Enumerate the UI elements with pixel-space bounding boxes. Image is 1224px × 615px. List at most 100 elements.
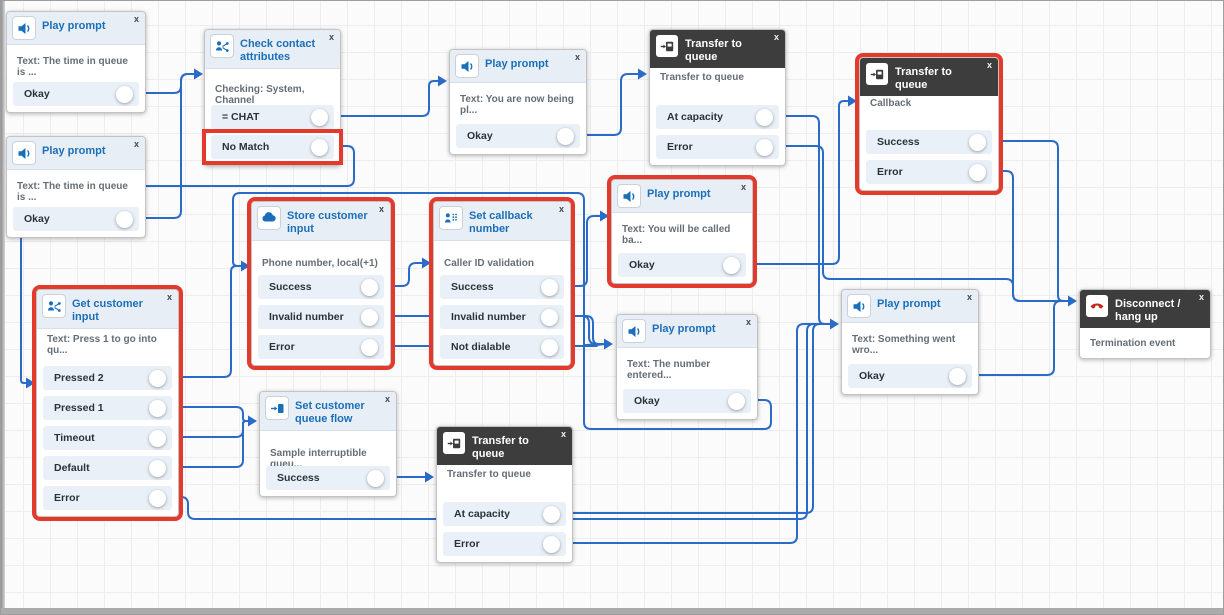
output-port[interactable] [969, 163, 986, 181]
output-port[interactable] [361, 338, 378, 356]
output-port[interactable] [557, 127, 574, 145]
arrowhead-icon [425, 471, 434, 483]
close-icon[interactable]: x [558, 204, 564, 214]
output-row-invalid-number: Invalid number [440, 305, 564, 329]
output-port[interactable] [116, 210, 133, 228]
close-icon[interactable]: x [384, 394, 390, 404]
arrowhead-icon [241, 260, 250, 272]
output-port[interactable] [728, 392, 745, 410]
output-port[interactable] [723, 256, 740, 274]
output-port[interactable] [149, 489, 166, 507]
output-port[interactable] [969, 133, 986, 151]
output-port[interactable] [361, 308, 378, 326]
arrowhead-icon [600, 210, 609, 222]
canvas-left-edge [1, 1, 5, 614]
close-icon[interactable]: x [133, 139, 139, 149]
output-port[interactable] [543, 535, 560, 553]
output-label: Okay [629, 259, 655, 271]
output-port[interactable] [756, 108, 773, 126]
connection-path [556, 323, 831, 544]
node-description: Text: Something went wro... [852, 334, 956, 356]
close-icon[interactable]: x [574, 52, 580, 62]
transfer-queue-icon [656, 35, 678, 57]
close-icon[interactable]: x [133, 14, 139, 24]
output-label: Success [451, 281, 494, 293]
close-icon[interactable]: x [986, 60, 992, 70]
output-port[interactable] [541, 278, 558, 296]
output-row-error: Error [866, 160, 992, 184]
node-description: Sample interruptible queu... [270, 448, 367, 470]
output-port[interactable] [149, 369, 166, 387]
output-port[interactable] [543, 505, 560, 523]
connection-path [20, 145, 355, 384]
node-title: Play prompt [647, 188, 711, 200]
node-header[interactable]: Set customer queue flow x [260, 392, 396, 432]
output-port[interactable] [311, 108, 328, 126]
node-title: Set customer queue flow [295, 400, 365, 425]
node-title: Transfer to queue [472, 435, 529, 460]
node-description: Callback [870, 98, 912, 109]
node-header[interactable]: Play prompt x [612, 180, 752, 213]
output-port[interactable] [949, 367, 966, 385]
output-label: At capacity [454, 508, 511, 520]
arrowhead-icon [604, 338, 613, 350]
close-icon[interactable]: x [740, 182, 746, 192]
close-icon[interactable]: x [328, 32, 334, 42]
close-icon[interactable]: x [378, 204, 384, 214]
output-port[interactable] [149, 429, 166, 447]
output-port[interactable] [149, 399, 166, 417]
output-port[interactable] [541, 308, 558, 326]
output-port[interactable] [116, 85, 133, 103]
output-port[interactable] [367, 469, 384, 487]
close-icon[interactable]: x [966, 292, 972, 302]
node-description: Text: Press 1 to go into qu... [47, 334, 157, 356]
output-label: Okay [859, 370, 885, 382]
output-label: Okay [24, 88, 50, 100]
output-port[interactable] [311, 138, 328, 156]
output-port[interactable] [361, 278, 378, 296]
output-port[interactable] [149, 459, 166, 477]
output-port[interactable] [541, 338, 558, 356]
close-icon[interactable]: x [560, 429, 566, 439]
node-description: Text: The number entered... [627, 359, 711, 381]
output-port[interactable] [756, 138, 773, 156]
node-header[interactable]: Transfer to queue x [437, 427, 572, 466]
output-row-at-capacity: At capacity [443, 502, 566, 526]
output-row-invalid-number: Invalid number [258, 305, 384, 329]
close-icon[interactable]: x [745, 317, 751, 327]
close-icon[interactable]: x [773, 32, 779, 42]
close-icon[interactable]: x [1198, 292, 1204, 302]
close-icon[interactable]: x [166, 292, 172, 302]
callback-number-icon [440, 207, 462, 229]
output-label: At capacity [667, 111, 724, 123]
connection-path [324, 80, 439, 117]
